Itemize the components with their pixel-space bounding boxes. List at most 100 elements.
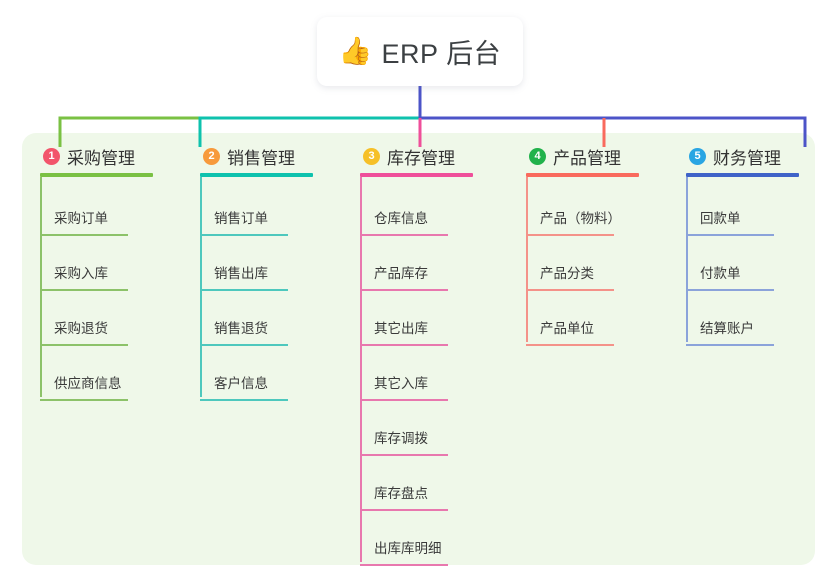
- list-item[interactable]: 采购订单: [40, 181, 153, 236]
- list-item-label: 库存调拨: [374, 431, 428, 446]
- column-title: 采购管理: [67, 148, 135, 168]
- column-3: 3 库存管理仓库信息产品库存其它出库其它入库库存调拨库存盘点出库库明细: [360, 143, 473, 566]
- list-item[interactable]: 销售订单: [200, 181, 313, 236]
- column-rule: [686, 173, 799, 177]
- column-items: 销售订单销售出库销售退货客户信息: [200, 177, 313, 401]
- list-item-label: 采购订单: [54, 211, 108, 226]
- list-item-label: 产品单位: [540, 321, 594, 336]
- list-item-rule: [40, 289, 128, 291]
- list-item-rule: [360, 509, 448, 511]
- list-item[interactable]: 库存调拨: [360, 401, 473, 456]
- column-title: 产品管理: [553, 148, 621, 168]
- list-item-rule: [686, 344, 774, 346]
- list-item-label: 客户信息: [214, 376, 268, 391]
- column-badge-icon: 3: [363, 147, 380, 165]
- list-item-rule: [360, 344, 448, 346]
- list-item-label: 库存盘点: [374, 486, 428, 501]
- list-item[interactable]: 采购退货: [40, 291, 153, 346]
- list-item-rule: [360, 399, 448, 401]
- column-1: 1 采购管理采购订单采购入库采购退货供应商信息: [40, 143, 153, 401]
- list-item[interactable]: 回款单: [686, 181, 799, 236]
- list-item-rule: [360, 454, 448, 456]
- list-item[interactable]: 产品（物料）: [526, 181, 639, 236]
- column-spine: [360, 177, 362, 562]
- list-item-rule: [526, 344, 614, 346]
- column-rule: [200, 173, 313, 177]
- list-item[interactable]: 付款单: [686, 236, 799, 291]
- column-rule: [526, 173, 639, 177]
- column-spine: [526, 177, 528, 342]
- diagram-panel: [22, 133, 815, 565]
- list-item-rule: [200, 234, 288, 236]
- column-items: 仓库信息产品库存其它出库其它入库库存调拨库存盘点出库库明细: [360, 177, 473, 566]
- column-badge-icon: 5: [689, 147, 706, 165]
- thumbs-up-icon: 👍: [338, 36, 373, 67]
- column-4: 4 产品管理产品（物料） 产品分类产品单位: [526, 143, 639, 346]
- root-title: ERP 后台: [381, 39, 502, 69]
- list-item-label: 产品库存: [374, 266, 428, 281]
- column-items: 回款单付款单结算账户: [686, 177, 799, 346]
- column-badge-icon: 4: [529, 147, 546, 165]
- list-item[interactable]: 库存盘点: [360, 456, 473, 511]
- list-item-rule: [526, 234, 614, 236]
- root-node[interactable]: 👍 ERP 后台: [317, 17, 523, 86]
- column-header-1[interactable]: 1 采购管理: [40, 143, 153, 169]
- list-item[interactable]: 产品单位: [526, 291, 639, 346]
- column-badge-icon: 1: [43, 147, 60, 165]
- list-item[interactable]: 其它入库: [360, 346, 473, 401]
- list-item-rule: [360, 234, 448, 236]
- list-item-label: 销售退货: [214, 321, 268, 336]
- list-item[interactable]: 结算账户: [686, 291, 799, 346]
- column-5: 5 财务管理回款单付款单结算账户: [686, 143, 799, 346]
- list-item[interactable]: 采购入库: [40, 236, 153, 291]
- list-item[interactable]: 产品分类: [526, 236, 639, 291]
- list-item-label: 出库库明细: [374, 541, 442, 556]
- column-header-5[interactable]: 5 财务管理: [686, 143, 799, 169]
- column-items: 采购订单采购入库采购退货供应商信息: [40, 177, 153, 401]
- column-title: 库存管理: [387, 148, 455, 168]
- list-item-label: 采购入库: [54, 266, 108, 281]
- column-title: 财务管理: [713, 148, 781, 168]
- list-item-rule: [686, 234, 774, 236]
- column-spine: [200, 177, 202, 397]
- list-item[interactable]: 仓库信息: [360, 181, 473, 236]
- column-rule: [40, 173, 153, 177]
- list-item-rule: [360, 289, 448, 291]
- column-header-4[interactable]: 4 产品管理: [526, 143, 639, 169]
- list-item-rule: [360, 564, 448, 566]
- column-header-2[interactable]: 2 销售管理: [200, 143, 313, 169]
- list-item-rule: [200, 344, 288, 346]
- list-item[interactable]: 客户信息: [200, 346, 313, 401]
- list-item-label: 销售出库: [214, 266, 268, 281]
- list-item[interactable]: 销售出库: [200, 236, 313, 291]
- list-item-label: 结算账户: [700, 321, 754, 336]
- list-item[interactable]: 产品库存: [360, 236, 473, 291]
- column-title: 销售管理: [227, 148, 295, 168]
- column-spine: [686, 177, 688, 342]
- list-item-label: 其它入库: [374, 376, 428, 391]
- column-rule: [360, 173, 473, 177]
- list-item-rule: [40, 344, 128, 346]
- list-item-label: 付款单: [700, 266, 741, 281]
- list-item-label: 产品（物料）: [540, 211, 621, 226]
- column-header-3[interactable]: 3 库存管理: [360, 143, 473, 169]
- list-item-label: 其它出库: [374, 321, 428, 336]
- list-item-rule: [200, 289, 288, 291]
- list-item[interactable]: 供应商信息: [40, 346, 153, 401]
- list-item-rule: [526, 289, 614, 291]
- list-item[interactable]: 销售退货: [200, 291, 313, 346]
- list-item-rule: [686, 289, 774, 291]
- list-item-label: 产品分类: [540, 266, 594, 281]
- column-badge-icon: 2: [203, 147, 220, 165]
- list-item-label: 仓库信息: [374, 211, 428, 226]
- list-item-label: 销售订单: [214, 211, 268, 226]
- list-item-label: 供应商信息: [54, 376, 122, 391]
- list-item-label: 回款单: [700, 211, 741, 226]
- list-item-rule: [200, 399, 288, 401]
- list-item[interactable]: 其它出库: [360, 291, 473, 346]
- column-items: 产品（物料） 产品分类产品单位: [526, 177, 639, 346]
- list-item-rule: [40, 234, 128, 236]
- list-item[interactable]: 出库库明细: [360, 511, 473, 566]
- column-spine: [40, 177, 42, 397]
